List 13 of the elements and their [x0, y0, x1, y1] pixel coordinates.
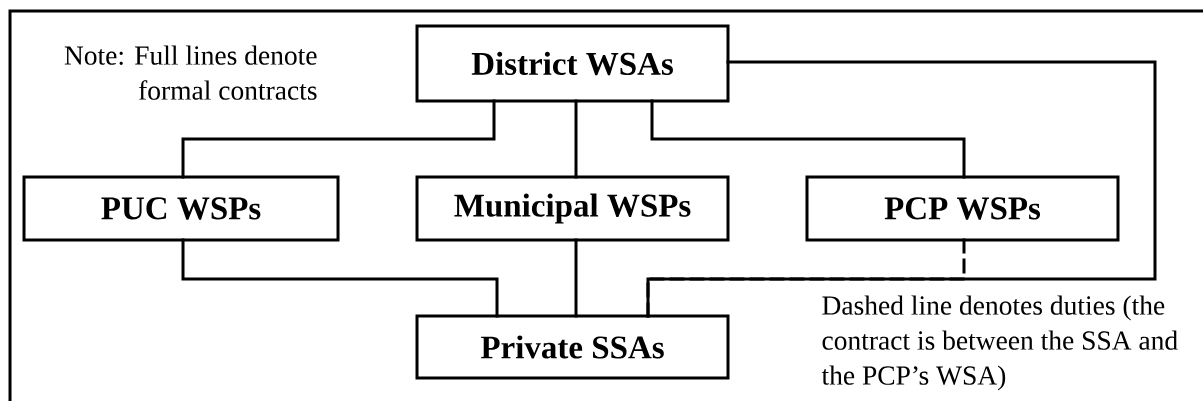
connector — [574, 238, 578, 318]
connector — [650, 99, 966, 179]
note: Dashed line denotes duties (the contract is between the SSA and the PCP’s WSA) — [821, 295, 1178, 391]
box: PCP WSPs — [805, 175, 1120, 242]
box: Municipal WSPs — [415, 175, 730, 242]
connector — [181, 238, 499, 318]
connector — [646, 238, 966, 318]
connector — [181, 99, 496, 179]
note: Note: Full lines denote formal contracts — [64, 45, 317, 100]
box: Private SSAs — [415, 314, 730, 380]
box: PUC WSPs — [22, 175, 340, 242]
connector — [574, 99, 578, 179]
box: District WSAs — [415, 24, 730, 103]
